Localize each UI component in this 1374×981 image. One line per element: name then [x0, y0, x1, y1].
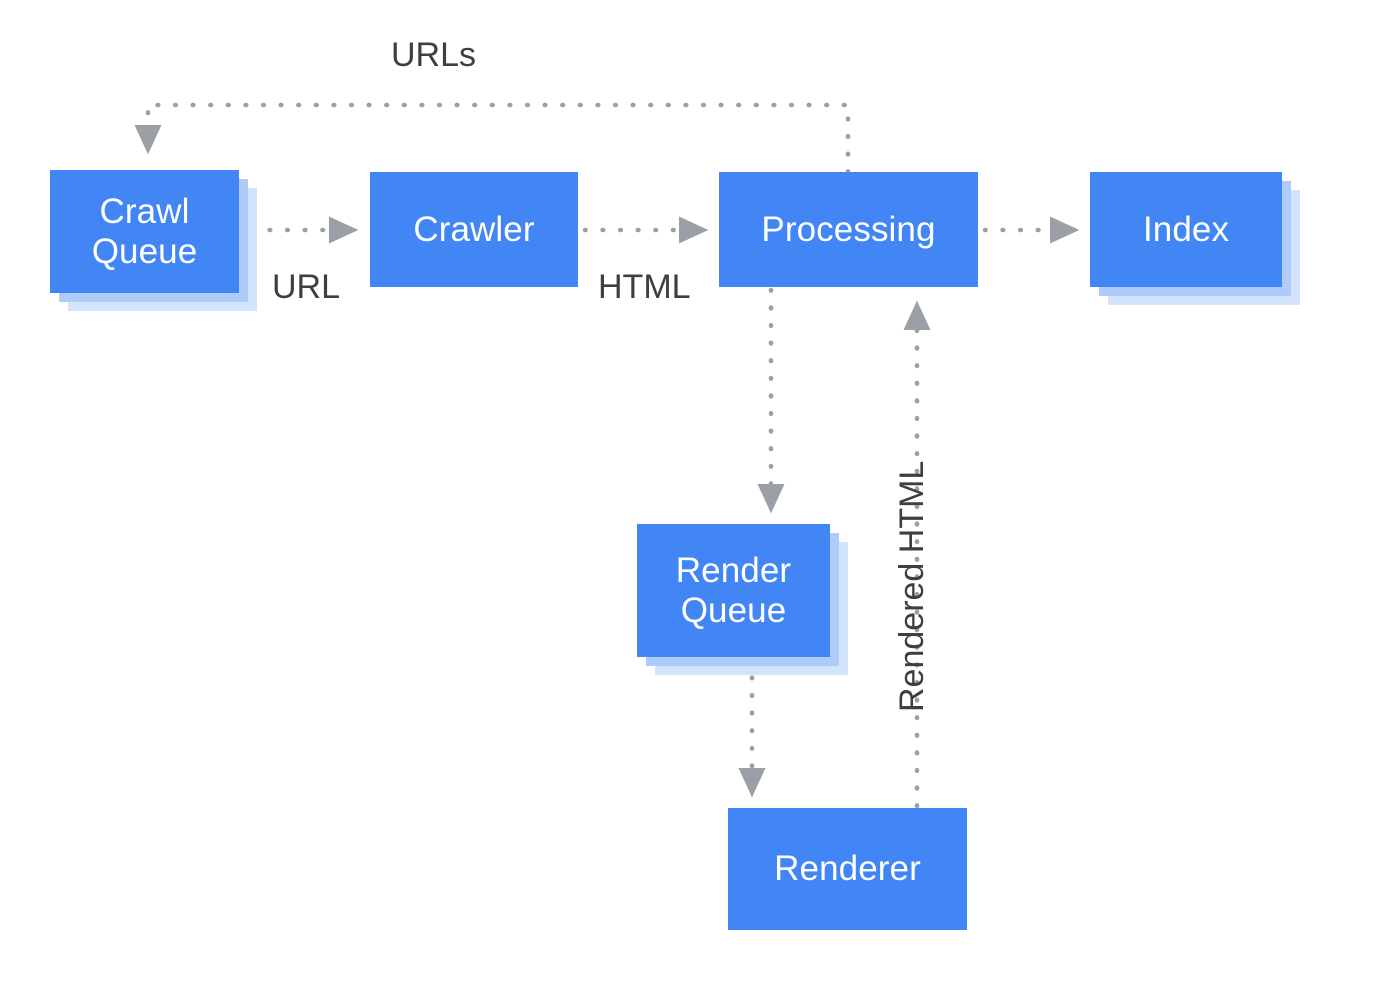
edge-label-url: URL: [272, 268, 341, 306]
renderer-box[interactable]: Renderer: [728, 808, 967, 930]
edge-label-urls: URLs: [391, 36, 477, 74]
edge-label-rendered-html: Rendered HTML: [893, 460, 931, 712]
processing-box[interactable]: Processing: [719, 172, 978, 287]
edge-processing-to-crawlqueue: [134, 102, 851, 175]
index-box[interactable]: Index: [1090, 172, 1282, 287]
crawl-queue-box[interactable]: Crawl Queue: [50, 170, 239, 293]
crawler-box[interactable]: Crawler: [370, 172, 578, 287]
render-queue-box[interactable]: Render Queue: [637, 524, 830, 657]
edge-label-html: HTML: [598, 268, 691, 306]
